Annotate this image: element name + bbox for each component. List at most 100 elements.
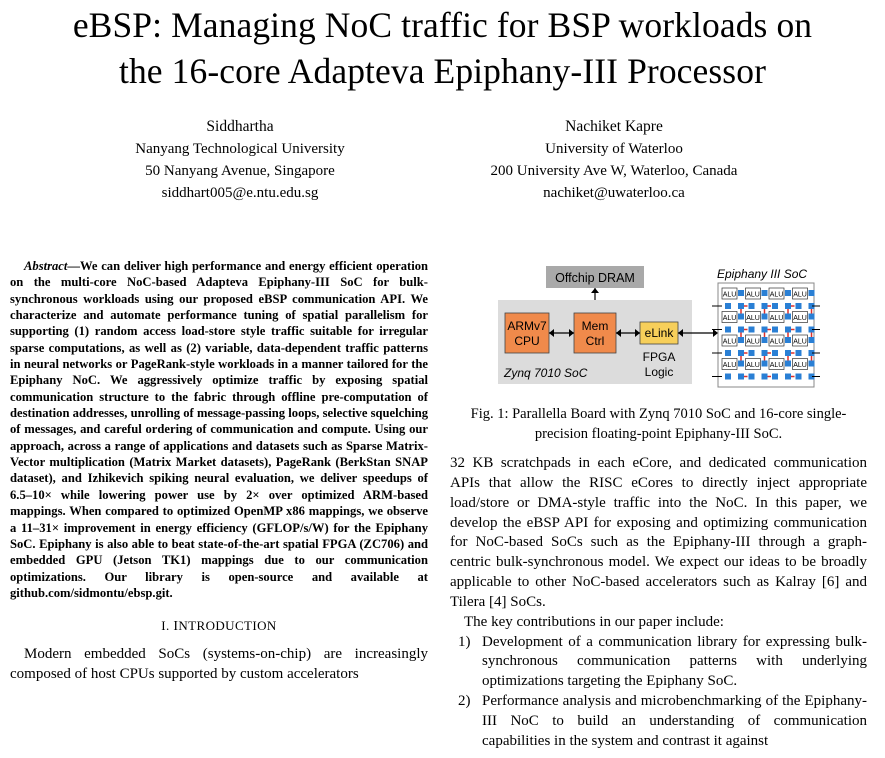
alu-core-box [721,358,738,370]
alu-core-box [792,311,808,323]
router-node [761,313,768,320]
author-block-1: Siddhartha Nanyang Technological Univers… [100,116,380,204]
router-node [772,303,778,309]
router-node [761,326,768,333]
router-node [738,373,744,380]
router-node [785,290,791,296]
alu-core-box [745,334,761,347]
router-node [795,303,802,309]
author-email: siddhart005@e.ntu.edu.sg [161,185,319,201]
author-block-2: Nachiket Kapre University of Waterloo 20… [455,116,773,204]
alu-label: ALU [770,315,784,322]
section-title-first: I [173,619,179,635]
alu-core-box [745,287,761,300]
list-item: 2)Performance analysis and microbenchmar… [450,692,867,752]
contributions-list: 1)Development of a communication library… [450,633,867,752]
alu-label: ALU [793,292,807,299]
router-node [808,360,815,367]
alu-core-box [721,311,738,323]
router-node [761,350,768,356]
list-item-number: 2) [458,693,471,710]
router-node [808,350,815,356]
figure-1-diagram: Offchip DRAM Zynq 7010 SoC ARMv7 CPU Mem… [498,266,820,388]
author-address: 50 Nanyang Avenue, Singapore [145,163,335,179]
figure-1-caption: Fig. 1: Parallella Board with Zynq 7010 … [470,406,847,442]
author-name: Nachiket Kapre [565,118,663,135]
alu-core-box [768,287,785,300]
router-node [795,350,802,356]
section-title-rest: NTRODUCTION [178,618,277,634]
router-node [738,303,744,309]
arrow-head-icon [616,329,621,337]
alu-core-box [745,311,761,323]
alu-label: ALU [746,362,760,369]
offchip-dram-box [546,266,644,288]
arrow-head-icon [713,329,718,337]
router-node [808,337,815,343]
alu-label: ALU [746,315,760,322]
arrow-head-icon [635,329,640,337]
router-node [738,360,744,367]
router-node [761,337,768,343]
alu-core-box [768,358,785,370]
author-affiliation: Nanyang Technological University [135,141,345,157]
fpga-label-2: Logic [645,365,674,379]
alu-label: ALU [746,292,760,299]
router-node [725,326,731,333]
router-node [785,360,791,367]
alu-label: ALU [770,292,784,299]
alu-label: ALU [723,292,737,299]
router-node [772,350,778,356]
router-node [725,373,731,380]
elink-label: eLink [645,326,675,340]
router-node [808,373,815,380]
armv7-cpu-box [504,312,550,354]
alu-core-box [768,334,785,347]
right-paragraph-2: The key contributions in our paper inclu… [464,613,724,630]
router-node [738,350,744,356]
memctrl-label-1: Mem [582,319,609,333]
fpga-label-1: FPGA [643,350,676,364]
author-address: 200 University Ave W, Waterloo, Canada [490,163,738,179]
list-item-text: Development of a communication library f… [482,633,867,690]
alu-core-box [792,358,808,370]
arrow-head-icon [569,329,574,337]
abstract: Abstract—We can deliver high performance… [10,258,428,601]
author-email: nachiket@uwaterloo.ca [543,185,685,201]
alu-label: ALU [723,339,737,346]
alu-core-box [721,334,738,347]
author-affiliation: University of Waterloo [545,141,683,157]
alu-core-box [721,287,738,300]
router-node [772,373,778,380]
right-paragraph-1: 32 KB scratchpads in each eCore, and ded… [450,455,867,610]
router-node [761,373,768,380]
router-node [808,303,815,309]
router-node [738,326,744,333]
router-node [738,290,744,296]
alu-label: ALU [793,362,807,369]
router-node [772,326,778,333]
alu-core-box [768,311,785,323]
list-item: 1)Development of a communication library… [450,633,867,693]
armv7-label-1: ARMv7 [507,319,547,333]
router-node [761,303,768,309]
intro-paragraph: Modern embedded SoCs (systems-on-chip) a… [10,646,428,683]
router-node [808,313,815,320]
right-column: Offchip DRAM Zynq 7010 SoC ARMv7 CPU Mem… [450,258,867,752]
paper-title: eBSP: Managing NoC traffic for BSP workl… [0,2,885,94]
section-number: I. [161,618,174,634]
arrow-head-icon [549,329,554,337]
zynq-soc-label: Zynq 7010 SoC [503,366,588,380]
figure-1: Offchip DRAM Zynq 7010 SoC ARMv7 CPU Mem… [450,258,867,398]
title-line-2: the 16-core Adapteva Epiphany-III Proces… [118,51,766,91]
armv7-label-2: CPU [514,334,539,348]
memctrl-label-2: Ctrl [586,334,605,348]
abstract-text: —We can deliver high performance and ene… [10,259,428,600]
router-node [785,373,791,380]
alu-label: ALU [770,339,784,346]
alu-label: ALU [723,315,737,322]
epiphany-soc-label: Epiphany III SoC [717,267,807,281]
router-node [748,373,755,380]
router-node [785,326,791,333]
